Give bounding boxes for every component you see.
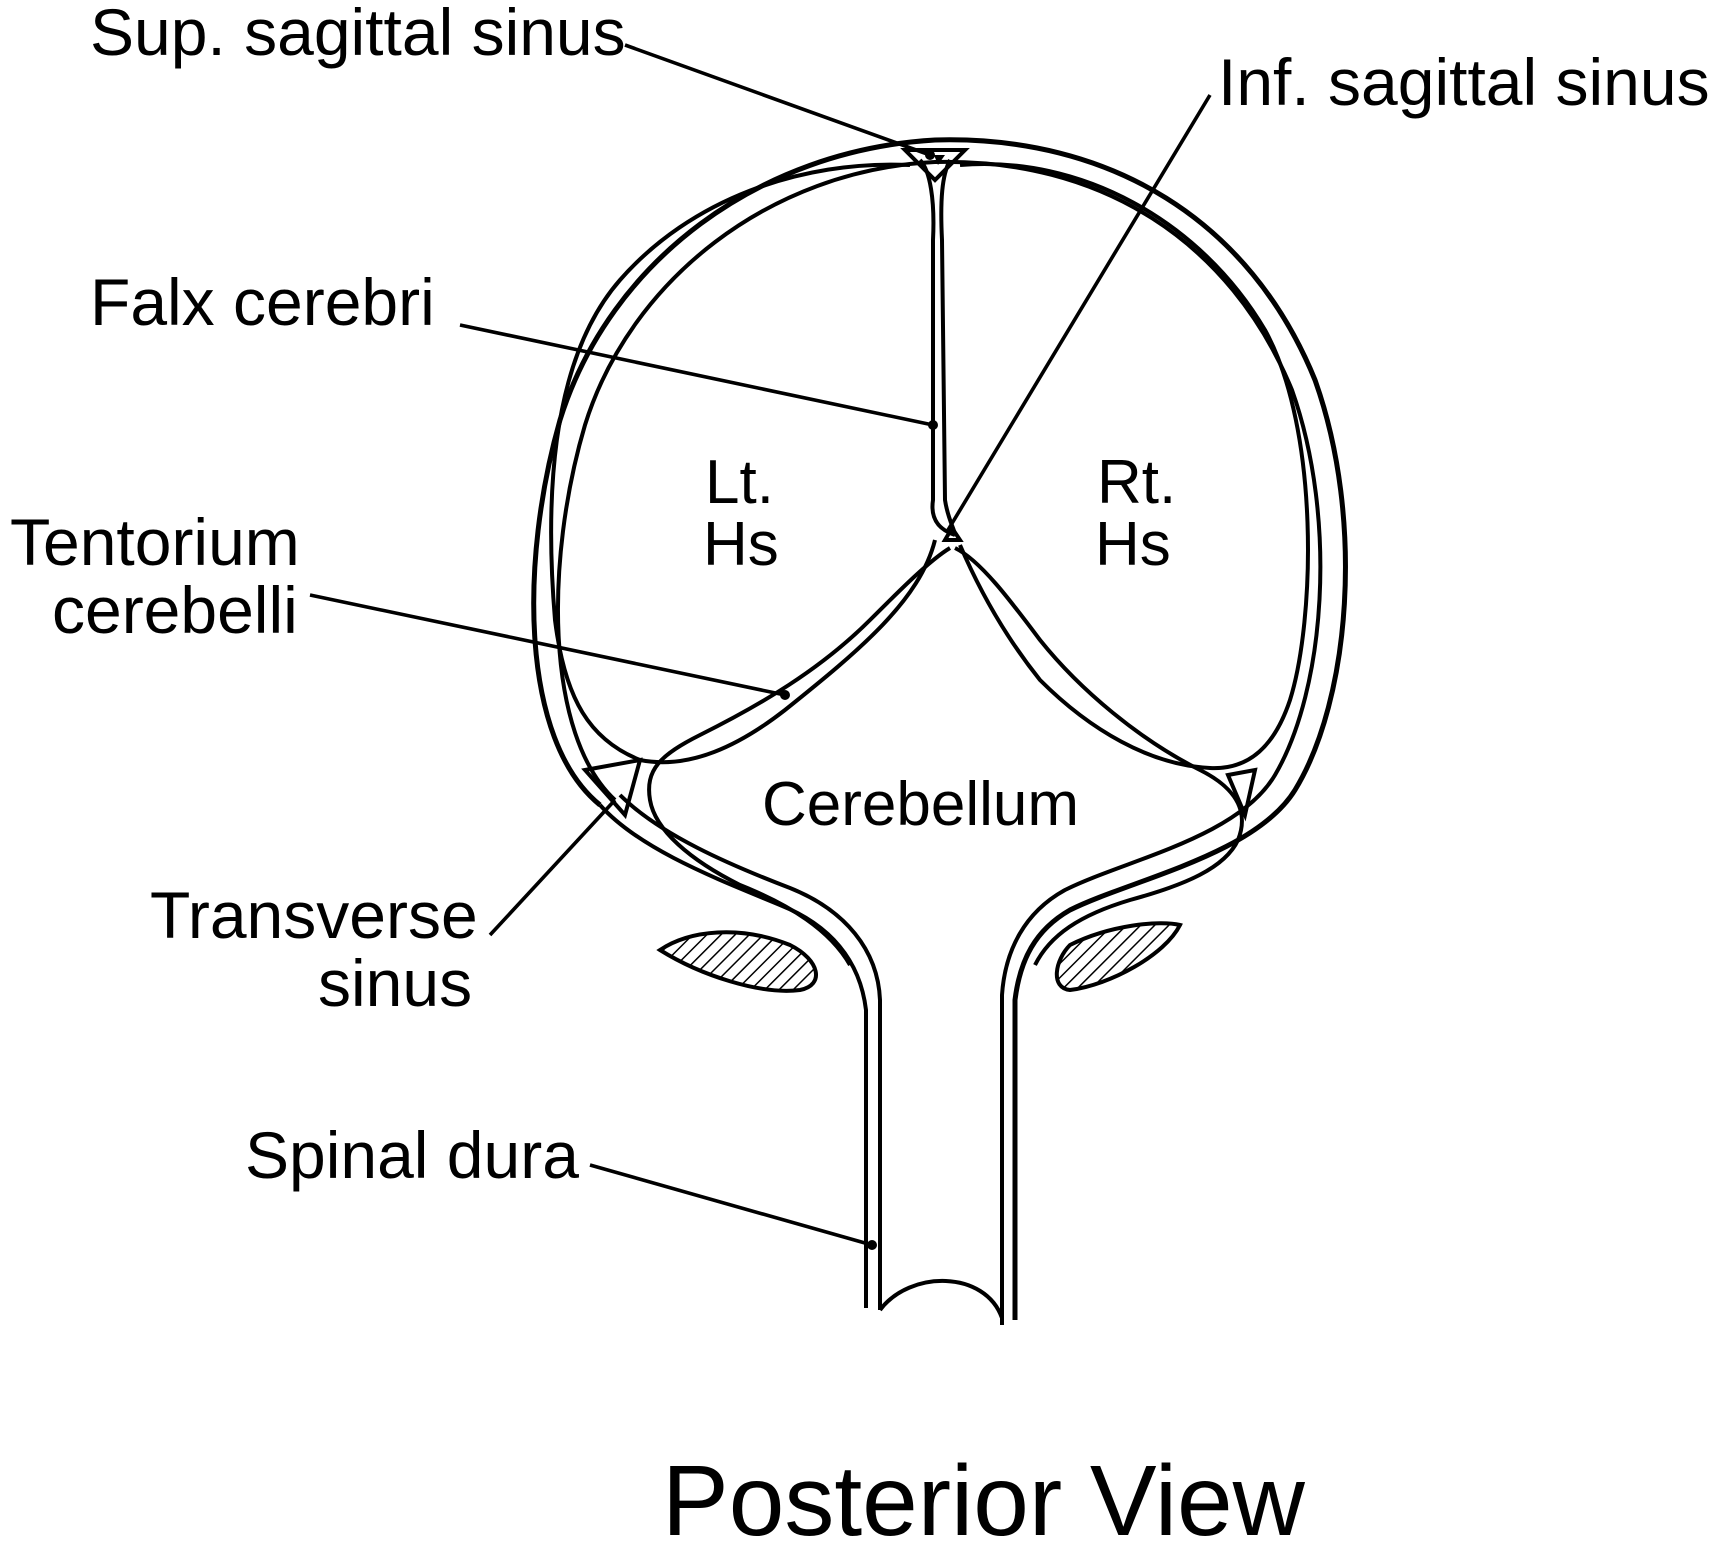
tentorium-cerebelli-shape (647, 524, 1244, 966)
label-cerebellum: Cerebellum (762, 770, 1079, 839)
label-inf-sagittal-sinus: Inf. sagittal sinus (1218, 45, 1710, 119)
label-transverse-line1: Transverse (150, 878, 478, 952)
right-bone-hatch (1054, 921, 1183, 993)
falx-cerebri-shape (900, 148, 970, 537)
leader-transverse (488, 798, 617, 937)
label-tentorium-line1: Tentorium (10, 505, 300, 579)
transverse-sinus-left-shape (581, 757, 643, 820)
label-left-hemisphere-line2: Hs (703, 510, 779, 579)
label-left-hemisphere-line1: Lt. (705, 448, 774, 517)
diagram-title: Posterior View (662, 1445, 1306, 1542)
leader-inf-sagittal (946, 94, 1212, 531)
label-sup-sagittal-sinus: Sup. sagittal sinus (90, 0, 626, 69)
leader-spinal-dura-dot (867, 1240, 877, 1250)
outer-dura (531, 137, 1348, 1325)
leader-spinal-dura (589, 1163, 873, 1247)
leader-falx (459, 323, 934, 427)
right-hemisphere-outline (958, 162, 1310, 771)
leader-lines (309, 43, 1212, 1250)
leader-tentorium-dot (780, 690, 790, 700)
leader-falx-dot (928, 420, 938, 430)
leader-sup-sagittal-dot (925, 150, 935, 160)
label-tentorium-line2: cerebelli (52, 573, 298, 647)
leader-sup-sagittal (624, 43, 931, 157)
leader-tentorium (309, 593, 786, 697)
label-right-hemisphere-line1: Rt. (1097, 448, 1176, 517)
left-bone-hatch (656, 930, 818, 993)
label-falx-cerebri: Falx cerebri (90, 265, 435, 339)
label-transverse-line2: sinus (318, 946, 472, 1020)
label-right-hemisphere-line2: Hs (1095, 510, 1171, 579)
left-hemisphere-outline (549, 162, 937, 765)
transverse-sinus-right-shape (1225, 767, 1258, 822)
label-spinal-dura: Spinal dura (245, 1118, 579, 1192)
